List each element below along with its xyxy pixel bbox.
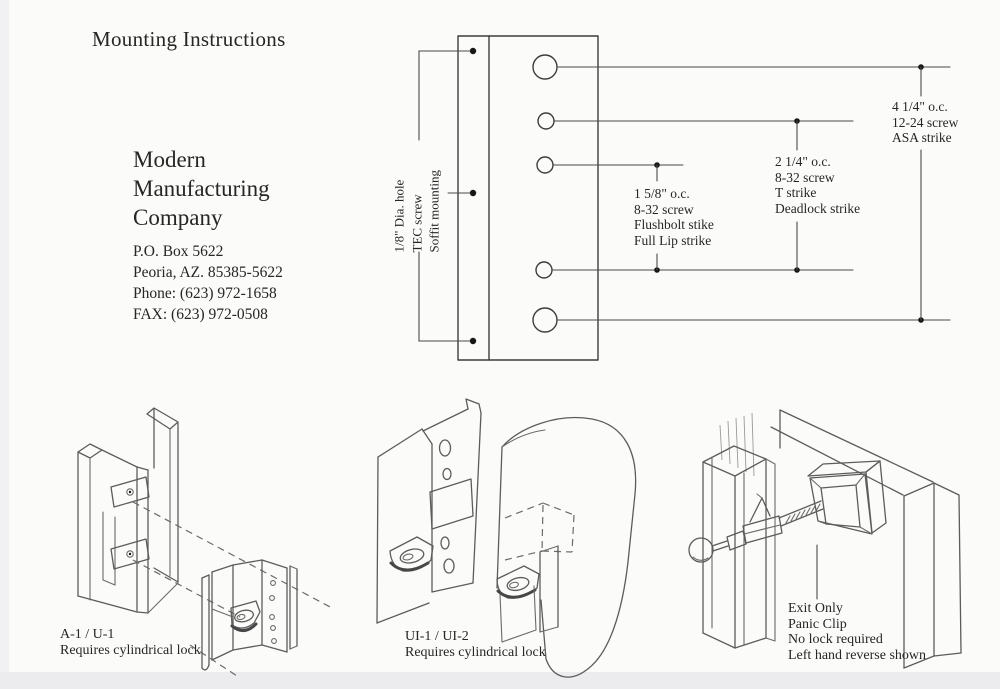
callout-line: 4 1/4" o.c.: [892, 99, 948, 114]
dimension-lines: [654, 64, 924, 323]
caption-line: Panic Clip: [788, 616, 847, 632]
caption-line: Requires cylindrical lock: [405, 644, 546, 660]
ui-plate-assembly: [376, 398, 482, 624]
strike-plate: [457, 35, 599, 361]
caption-line: Requires cylindrical lock: [60, 642, 201, 658]
callout-line: 8-32 screw: [634, 201, 694, 217]
mounting-holes: [532, 54, 558, 333]
tec-screw-holes: [469, 47, 477, 345]
callout-t-strike: 2 1/4" o.c. 8-32 screw T strike Deadlock…: [775, 154, 860, 216]
projection-dashed-lines: [132, 501, 333, 677]
figure-exit-only-caption: Exit Only Panic Clip No lock required Le…: [788, 601, 926, 663]
strike-plate-diagram: [418, 35, 951, 361]
note-line: 1/8" Dia. hole: [391, 179, 407, 253]
soffit-note-bracket: [418, 50, 471, 342]
page-left-edge: [0, 0, 9, 689]
caption-line: UI-1 / UI-2: [405, 629, 469, 644]
callout-line: Deadlock strike: [775, 200, 861, 216]
callout-line: 1 5/8" o.c.: [634, 186, 690, 201]
u1-bracket: [201, 559, 298, 671]
callout-line: 8-32 screw: [775, 169, 835, 185]
callout-line: Full Lip strike: [634, 232, 712, 248]
panic-clip-assembly: [688, 493, 824, 563]
address-line: Phone: (623) 972-1658: [133, 285, 277, 302]
figure-a1-u1-caption: A-1 / U-1 Requires cylindrical lock: [60, 627, 201, 658]
company-name-line: Manufacturing: [133, 176, 270, 201]
callout-asa-strike: 4 1/4" o.c. 12-24 screw ASA strike: [892, 99, 958, 146]
note-line: Soffit mounting: [426, 170, 442, 253]
callout-line: Flushbolt stike: [634, 217, 714, 232]
soffit-mounting-note: 1/8" Dia. hole TEC screw Soffit mounting: [391, 138, 445, 253]
figure-exit-only-drawing: [688, 409, 962, 669]
callout-line: 2 1/4" o.c.: [775, 154, 831, 169]
company-name-line: Modern: [133, 147, 206, 172]
caption-line: Left hand reverse shown: [788, 647, 927, 663]
caption-line: A-1 / U-1: [60, 627, 115, 642]
callout-line: 12-24 screw: [892, 114, 959, 130]
figure-ui1-ui2-drawing: [376, 398, 637, 678]
company-block: Modern Manufacturing Company P.O. Box 56…: [133, 145, 283, 325]
company-name-line: Company: [133, 205, 223, 230]
callout-line: ASA strike: [892, 130, 952, 145]
address-line: Peoria, AZ. 85385-5622: [133, 264, 283, 281]
door-corner-sketch: [496, 416, 637, 678]
callout-flushbolt-strike: 1 5/8" o.c. 8-32 screw Flushbolt stike F…: [634, 186, 714, 248]
figure-ui1-ui2-caption: UI-1 / UI-2 Requires cylindrical lock: [405, 629, 546, 660]
figure-a1-u1-drawing: [77, 407, 333, 677]
caption-line: Exit Only: [788, 601, 843, 616]
callout-line: T strike: [775, 185, 817, 200]
leader-lines: [552, 66, 951, 321]
wall-hatching: [719, 412, 755, 477]
address-line: FAX: (623) 972-0508: [133, 306, 268, 323]
door-jamb: [702, 445, 776, 649]
company-address: P.O. Box 5622 Peoria, AZ. 85385-5622 Pho…: [133, 241, 283, 325]
page-bottom-edge: [0, 672, 1000, 689]
frame-header-and-stile: [770, 409, 962, 669]
rod-threads: [785, 503, 821, 524]
caption-line: No lock required: [788, 632, 883, 647]
strike-box: [807, 460, 887, 535]
note-line: TEC screw: [409, 194, 424, 253]
page-title: Mounting Instructions: [92, 27, 286, 51]
door-jamb-channel: [77, 407, 179, 614]
address-line: P.O. Box 5622: [133, 243, 224, 260]
strike-prep-panel: [102, 476, 150, 586]
